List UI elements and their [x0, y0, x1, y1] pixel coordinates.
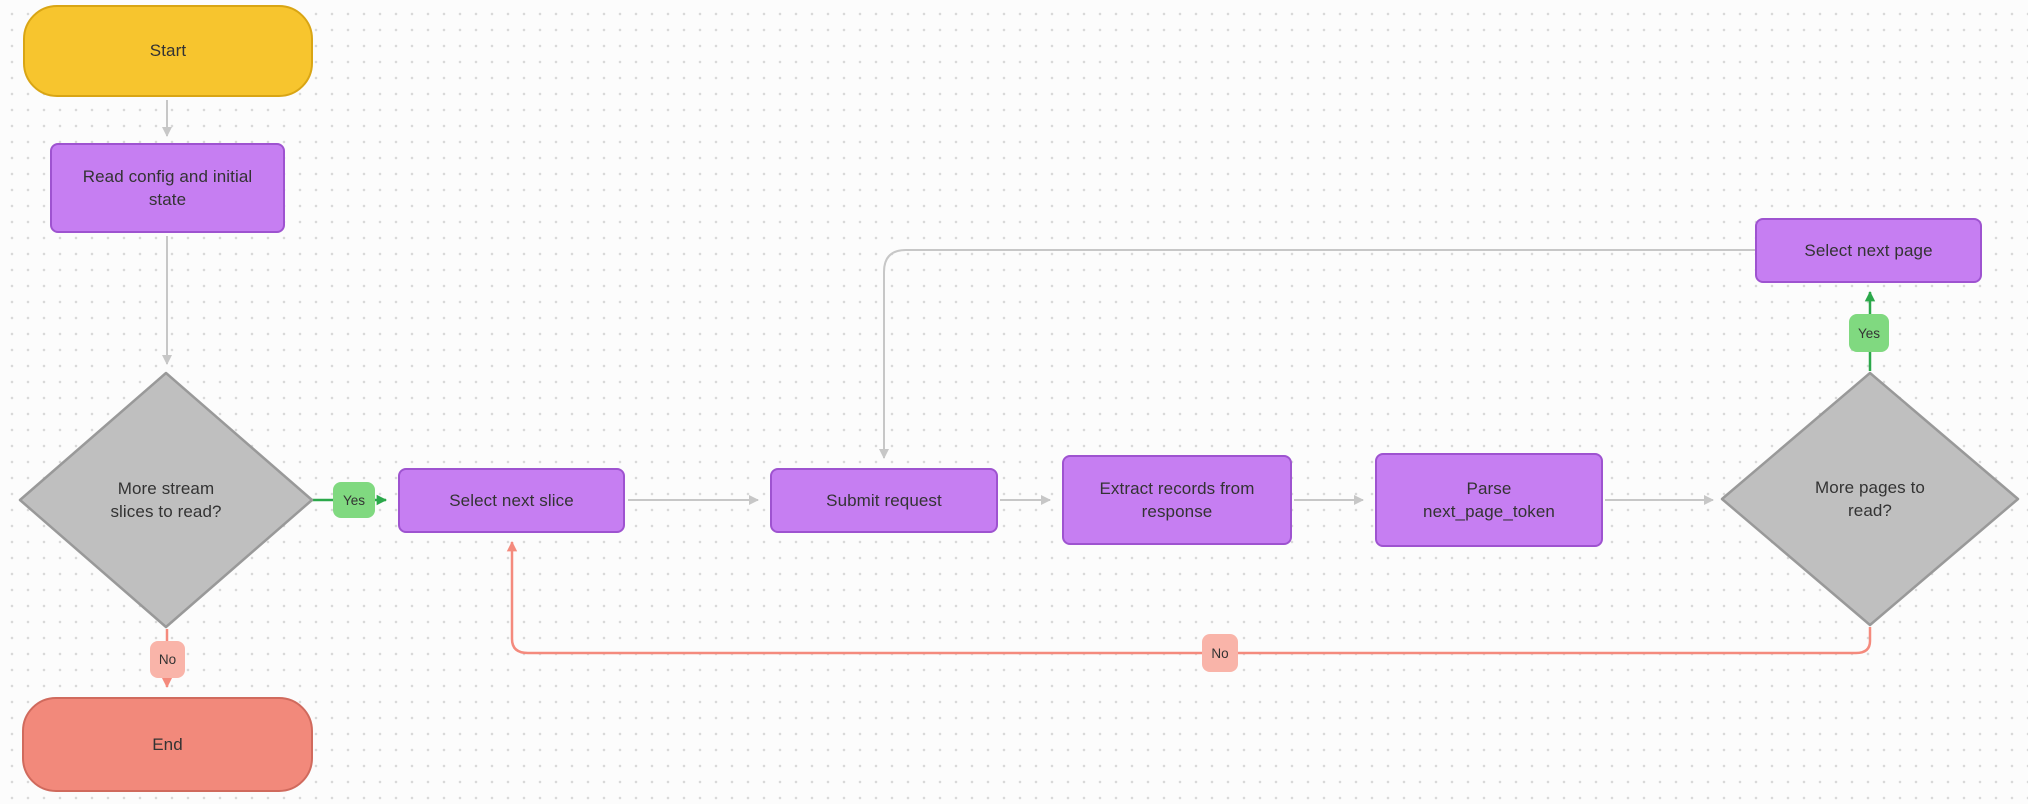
node-select-next-page: Select next page: [1755, 218, 1982, 283]
node-read-config: Read config and initial state: [50, 143, 285, 233]
edge-label-no-left: No: [150, 641, 185, 678]
node-submit-request: Submit request: [770, 468, 998, 533]
node-start: Start: [23, 5, 313, 97]
node-end: End: [22, 697, 313, 792]
node-decision-more-pages: More pages to read?: [1815, 477, 1925, 520]
edge-label-no-return: No: [1202, 634, 1238, 672]
edge-label-yes-right: Yes: [1849, 314, 1889, 352]
node-parse-next-page-token: Parse next_page_token: [1375, 453, 1603, 547]
node-extract-records: Extract records from response: [1062, 455, 1292, 545]
edge-select-page-loop-to-submit: [879, 249, 1755, 459]
node-decision-more-slices-shape: [18, 371, 314, 629]
edges-group: [161, 100, 1876, 689]
edge-label-yes-left: Yes: [333, 482, 375, 518]
diamonds-group: [18, 371, 2020, 629]
node-decision-more-slices: More stream slices to read?: [110, 478, 222, 521]
node-select-next-slice: Select next slice: [398, 468, 625, 533]
edge-decision-pages-no-to-select-slice: [506, 540, 1872, 655]
node-decision-more-pages-shape: [1720, 371, 2020, 627]
